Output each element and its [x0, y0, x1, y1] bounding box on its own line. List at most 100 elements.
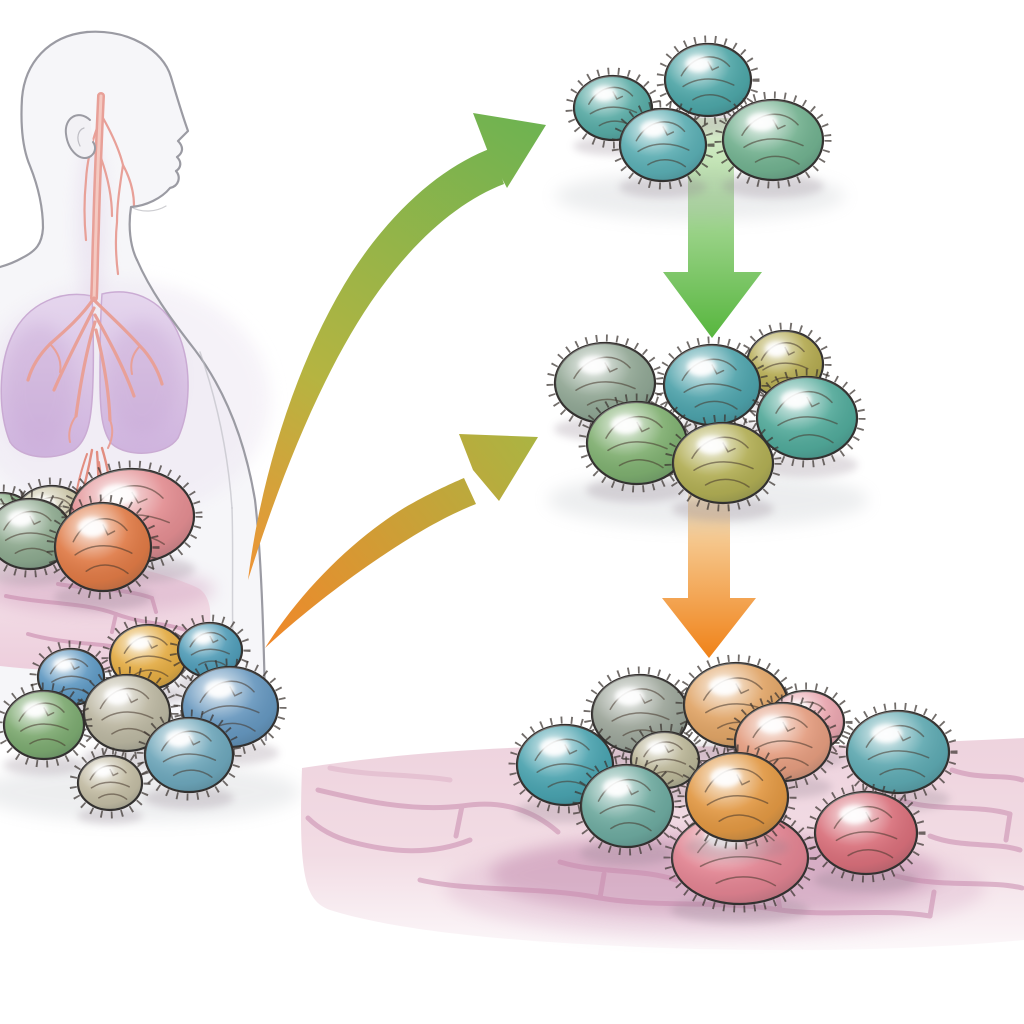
- cell-spikes: [0, 682, 93, 768]
- cell-gloss: [686, 753, 788, 841]
- cell-wrinkle: [879, 768, 926, 778]
- cell-wrinkle: [98, 793, 128, 800]
- lung-right-shade: [106, 320, 178, 436]
- cell-highlight: [758, 715, 787, 734]
- cell-wrinkle: [692, 94, 732, 103]
- cell-shadow: [3, 754, 85, 776]
- vein-line: [949, 767, 1024, 783]
- vein-line: [927, 833, 1023, 853]
- cell-highlight: [747, 113, 777, 131]
- cell-wrinkle: [4, 532, 56, 542]
- neck-vessel: [99, 156, 136, 218]
- vein-line: [305, 815, 355, 845]
- cell-wrinkle: [172, 769, 213, 778]
- vessel-branch: [26, 296, 96, 382]
- cell-spikes: [656, 35, 760, 125]
- cell-wrinkle: [190, 648, 230, 656]
- cell-highlight: [781, 390, 811, 409]
- tumor-cell: [806, 783, 926, 893]
- four-cell-cluster: [565, 35, 832, 198]
- cell-wrinkle: [74, 545, 133, 556]
- vein-line: [315, 787, 465, 811]
- cell-wrinkle: [198, 660, 228, 667]
- cell-gloss: [665, 44, 751, 116]
- cell-shadow: [619, 176, 707, 198]
- cell-wrinkle: [754, 740, 813, 750]
- cell-wrinkle: [704, 478, 750, 488]
- cell-wrinkle: [20, 723, 69, 732]
- cell-wrinkle: [29, 738, 66, 747]
- cell-highlight: [8, 510, 34, 526]
- cell-wrinkle: [589, 106, 638, 115]
- curved-arrow-body: [248, 148, 504, 580]
- vessel-branch: [93, 313, 136, 398]
- cell-highlight: [647, 741, 668, 754]
- primary-cell-cluster: [0, 460, 203, 611]
- curved-arrow-to-six-cell-cluster: [265, 434, 538, 648]
- cell-wrinkle: [101, 711, 154, 721]
- chest-contour-line: [199, 351, 233, 509]
- cell-wrinkle: [610, 822, 652, 832]
- cell-spikes: [173, 658, 287, 756]
- cell-wrinkle: [683, 383, 742, 393]
- cell-wrinkle: [777, 416, 838, 427]
- cell-highlight: [765, 341, 789, 357]
- cell-wrinkle: [637, 143, 690, 153]
- cell-wrinkle: [644, 758, 687, 766]
- cell-spikes: [169, 614, 251, 686]
- cell-spikes: [29, 640, 113, 714]
- cell-highlight: [592, 86, 617, 101]
- cell-wrinkle: [765, 757, 809, 767]
- cell-spikes: [611, 100, 715, 190]
- cell-highlight: [93, 764, 113, 777]
- cell-wrinkle: [694, 400, 738, 410]
- vessel-branch: [94, 328, 112, 422]
- cell-wrinkle: [599, 804, 656, 815]
- ear-inner-line: [77, 127, 85, 147]
- vessel-trunk-highlight: [92, 94, 103, 300]
- cell-gloss: [664, 345, 760, 425]
- tumor-cell: [677, 744, 797, 861]
- cell-wrinkle: [607, 441, 668, 452]
- cell-highlight: [53, 658, 74, 671]
- vein-line-faint: [327, 765, 453, 783]
- cell-wrinkle: [847, 849, 894, 859]
- flow-arrows: [248, 113, 762, 658]
- curved-arrow-body: [265, 478, 476, 648]
- cell-gloss: [55, 503, 151, 591]
- cell-highlight: [23, 702, 48, 718]
- cell-spikes: [655, 336, 769, 434]
- cell-highlight: [104, 687, 131, 705]
- cell-shadow: [813, 867, 919, 893]
- cell-gloss: [4, 691, 84, 759]
- cell-gloss: [847, 711, 949, 793]
- vein-line: [349, 837, 473, 854]
- cell-gloss: [815, 792, 917, 874]
- cell-spikes: [806, 783, 926, 883]
- cell-highlight: [871, 724, 903, 743]
- cell-highlight: [685, 55, 712, 72]
- cell-highlight: [708, 676, 741, 696]
- cell-wrinkle: [133, 669, 169, 677]
- metastatic-colony-cluster: [508, 654, 958, 924]
- cell-spikes: [838, 702, 958, 802]
- cell-spikes: [565, 67, 661, 149]
- cell-highlight: [640, 120, 667, 137]
- down-arrow-green: [663, 118, 762, 338]
- cell-wrinkle: [754, 155, 800, 165]
- cell-spikes: [75, 666, 179, 760]
- tumor-cell: [578, 393, 696, 503]
- cell-highlight: [839, 805, 871, 824]
- head-back-outline: [0, 30, 89, 269]
- cell-gloss: [581, 765, 673, 847]
- cell-spikes: [622, 723, 708, 797]
- six-cell-cluster: [546, 322, 866, 521]
- vessel-twig: [49, 343, 141, 449]
- cell-highlight: [205, 680, 234, 698]
- cell-wrinkle: [715, 876, 777, 887]
- tumor-cell: [572, 756, 682, 866]
- tumor-cell: [664, 414, 782, 521]
- cell-spikes: [572, 756, 682, 856]
